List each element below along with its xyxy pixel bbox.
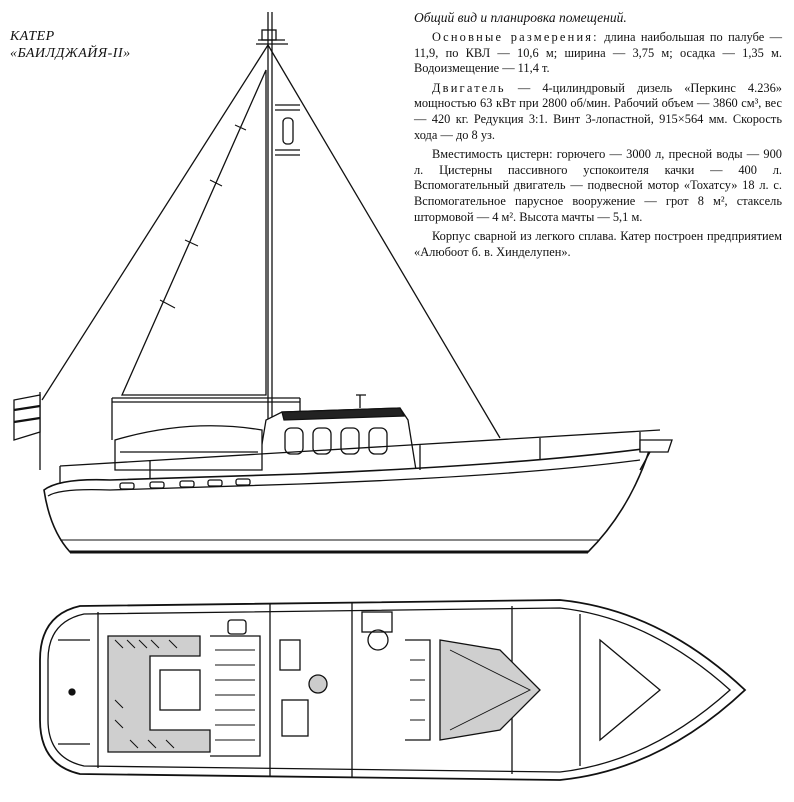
paragraph-lead: Двигатель: [432, 80, 506, 95]
title-line-2: «БАИЛДЖАЙЯ-II»: [10, 46, 131, 61]
boat-title: КАТЕР «БАИЛДЖАЙЯ-II»: [10, 28, 210, 62]
spec-paragraph-hull: Корпус сварной из легкого сплава. Катер …: [414, 229, 782, 260]
wheel-icon: [308, 674, 328, 694]
title-line-1: КАТЕР: [10, 29, 55, 44]
spec-paragraph-tanks: Вместимость цистерн: горючего — 3000 л, …: [414, 147, 782, 225]
paragraph-lead: Основные размерения:: [432, 30, 599, 44]
mainsail: [121, 69, 267, 396]
forestay: [267, 44, 501, 439]
figure-caption: Общий вид и планировка помещений.: [414, 10, 627, 25]
plan-hull-outline: [39, 599, 747, 781]
saloon-table: [159, 669, 201, 711]
mast: [267, 12, 273, 420]
backstay: [41, 44, 269, 401]
spec-paragraph-engine: Двигатель — 4-цилиндровый дизель «Перкин…: [414, 81, 782, 143]
paragraph-body: длина наибольшая по палубе — 11,9, по КВ…: [414, 30, 782, 76]
forward-berth: [439, 639, 541, 741]
spec-paragraph-dimensions: Основные размерения: длина наибольшая по…: [414, 30, 782, 77]
spec-text: Основные размерения: длина наибольшая по…: [414, 30, 782, 264]
saloon-settee: [107, 635, 211, 753]
boom: [112, 397, 300, 403]
deck-plan: [39, 599, 747, 781]
deck-rail: [59, 429, 661, 484]
paragraph-body: — 4-цилиндровый дизель «Перкинс 4.236» м…: [414, 80, 782, 142]
paragraph-body: Вместимость цистерн: горючего — 3000 л, …: [414, 147, 782, 224]
paragraph-body: Корпус сварной из легкого сплава. Катер …: [414, 229, 782, 259]
